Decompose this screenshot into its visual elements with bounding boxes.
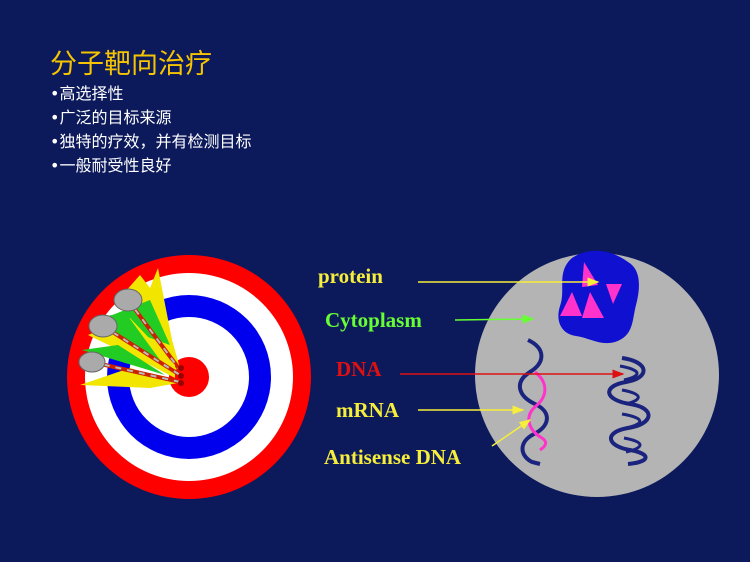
cytoplasm-label: Cytoplasm [325,308,422,332]
antisense-dna-label: Antisense DNA [324,445,462,469]
protein-blob [558,250,639,344]
darts-icon [78,268,184,388]
protein-triangle [582,292,604,318]
protein-triangle [560,292,582,316]
dna-label: DNA [336,357,382,381]
slide-title: 分子靶向治疗 [50,49,212,80]
antisense-pointer [491,419,532,447]
bullet-item: 高选择性 [50,82,251,106]
bullet-item: 广泛的目标来源 [50,106,251,130]
mrna-label: mRNA [336,398,399,422]
cytoplasm-pointer [454,314,535,324]
bullet-item: 独特的疗效，并有检测目标 [50,130,251,154]
bullet-item: 一般耐受性良好 [50,154,251,178]
mrna-strand [518,338,549,466]
protein-triangle [606,284,622,304]
cell-diagram [475,250,719,497]
bullet-list: 高选择性 广泛的目标来源 独特的疗效，并有检测目标 一般耐受性良好 [50,82,251,178]
protein-label: protein [318,264,383,288]
